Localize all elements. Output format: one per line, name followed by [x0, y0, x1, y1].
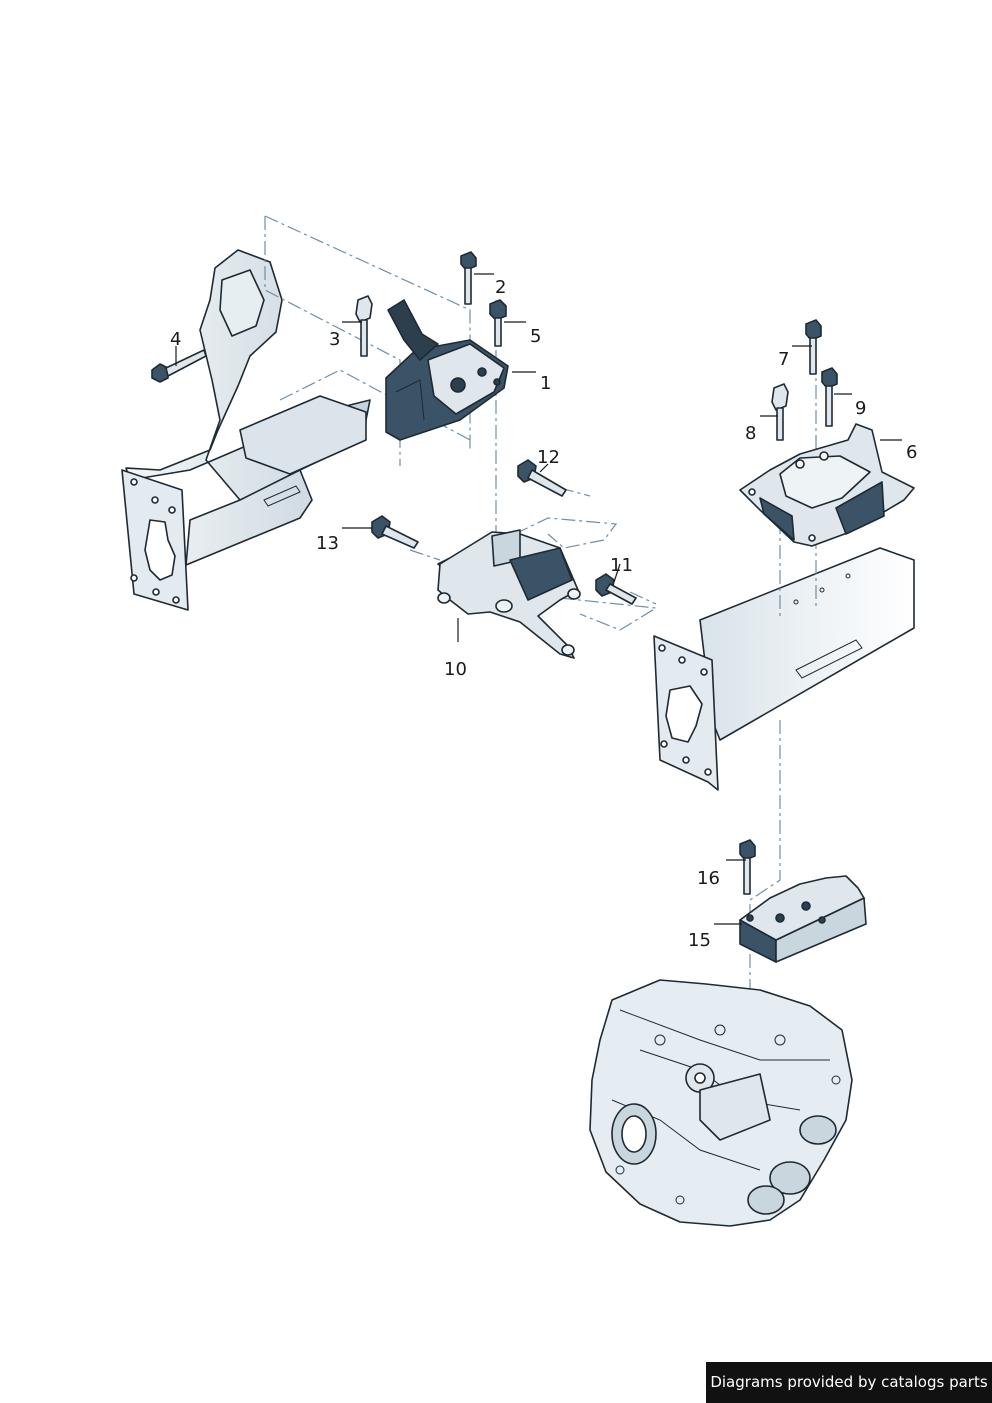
bolt-8 [771, 383, 789, 441]
callout-15: 15 [688, 930, 711, 951]
callout-11: 11 [610, 555, 633, 576]
left-subframe-rail [121, 249, 371, 611]
callout-6: 6 [906, 442, 917, 463]
callout-8: 8 [745, 423, 756, 444]
callout-7: 7 [778, 349, 789, 370]
callout-16: 16 [697, 868, 720, 889]
bolt-4 [151, 349, 207, 383]
bracket-15 [739, 875, 867, 963]
callout-5: 5 [530, 326, 541, 347]
right-subframe-rail [653, 547, 915, 791]
bolt-5 [489, 299, 507, 347]
callout-13: 13 [316, 533, 339, 554]
callout-4: 4 [170, 329, 181, 350]
gearbox-housing [589, 979, 853, 1227]
callout-3: 3 [329, 329, 340, 350]
bolt-12 [517, 459, 567, 497]
bolt-9 [821, 367, 838, 427]
bolt-13 [371, 515, 419, 549]
callout-12: 12 [537, 447, 560, 468]
bolt-7 [805, 319, 822, 375]
bolt-2 [460, 251, 477, 305]
callout-labels: 1 2 3 4 5 6 7 8 9 10 11 12 13 15 16 [170, 277, 917, 951]
leader-lines [175, 273, 902, 925]
bolt-11 [595, 573, 637, 605]
callout-10: 10 [444, 659, 467, 680]
bolt-3 [355, 295, 373, 357]
engine-mount-1 [385, 299, 509, 441]
gearbox-mount-6 [739, 423, 915, 547]
callout-1: 1 [540, 373, 551, 394]
credit-banner: Diagrams provided by catalogs parts [706, 1362, 992, 1403]
callout-9: 9 [855, 398, 866, 419]
bolt-16 [739, 839, 756, 895]
support-bracket-10 [437, 529, 581, 659]
callout-2: 2 [495, 277, 506, 298]
